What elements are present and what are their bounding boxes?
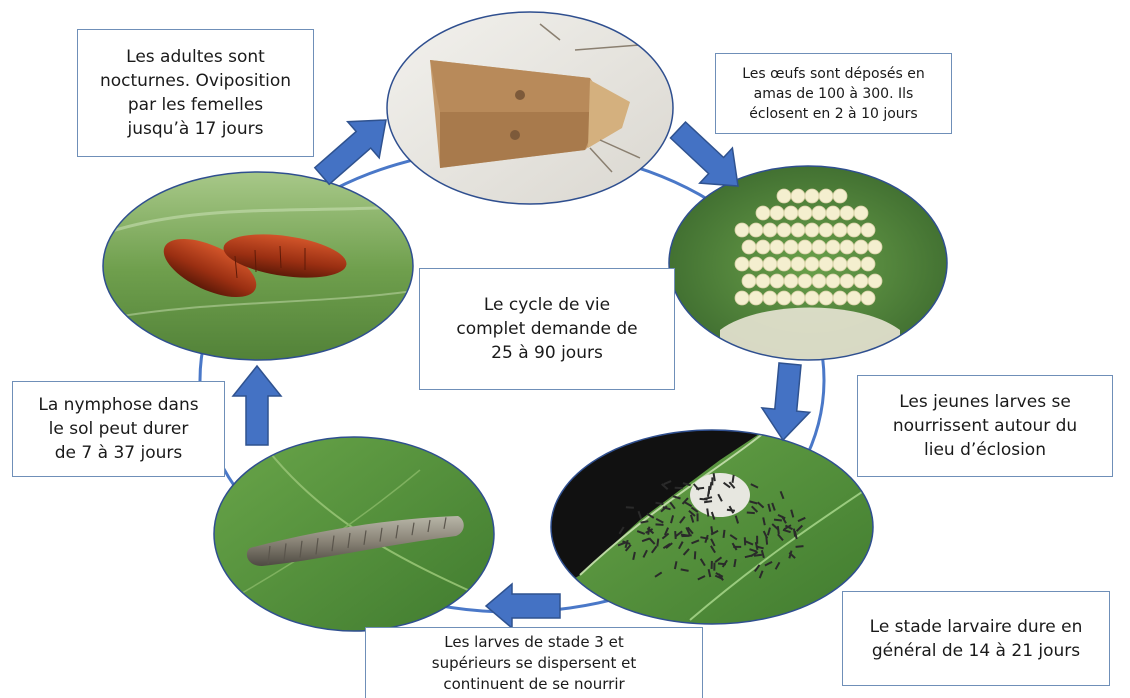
arrow-eggs-to-young bbox=[760, 362, 812, 442]
pupa-stage-box: La nymphose dans le sol peut durer de 7 … bbox=[12, 381, 225, 477]
eggs-stage-text: Les œufs sont déposés en amas de 100 à 3… bbox=[742, 65, 925, 122]
cycle-arrows bbox=[231, 119, 812, 630]
young-larvae-box: Les jeunes larves se nourrissent autour … bbox=[857, 375, 1113, 477]
moth-photo bbox=[386, 11, 674, 205]
adult-stage-box: Les adultes sont nocturnes. Oviposition … bbox=[77, 29, 314, 157]
eggs-stage-box: Les œufs sont déposés en amas de 100 à 3… bbox=[715, 53, 952, 134]
cycle-duration-text: Le cycle de vie complet demande de 25 à … bbox=[456, 295, 638, 363]
caterpillar-photo bbox=[213, 436, 495, 632]
egg-mass-photo bbox=[668, 165, 948, 361]
young-larvae-photo bbox=[550, 429, 874, 625]
larval-duration-text: Le stade larvaire dure en général de 14 … bbox=[869, 616, 1083, 661]
larval-duration-box: Le stade larvaire dure en général de 14 … bbox=[842, 591, 1110, 686]
older-larvae-text: Les larves de stade 3 et supérieurs se d… bbox=[431, 632, 637, 693]
arrow-young-to-older bbox=[484, 582, 561, 630]
arrow-pupa-to-adult bbox=[313, 119, 387, 186]
cycle-duration-box: Le cycle de vie complet demande de 25 à … bbox=[419, 268, 675, 390]
young-larvae-text: Les jeunes larves se nourrissent autour … bbox=[892, 392, 1078, 460]
adult-stage-text: Les adultes sont nocturnes. Oviposition … bbox=[99, 47, 292, 139]
arrow-older-to-pupa bbox=[231, 364, 283, 446]
arrow-adult-to-eggs bbox=[669, 120, 739, 187]
pupae-photo bbox=[102, 171, 414, 361]
pupa-stage-text: La nymphose dans le sol peut durer de 7 … bbox=[38, 395, 199, 463]
older-larvae-box: Les larves de stade 3 et supérieurs se d… bbox=[365, 627, 703, 698]
